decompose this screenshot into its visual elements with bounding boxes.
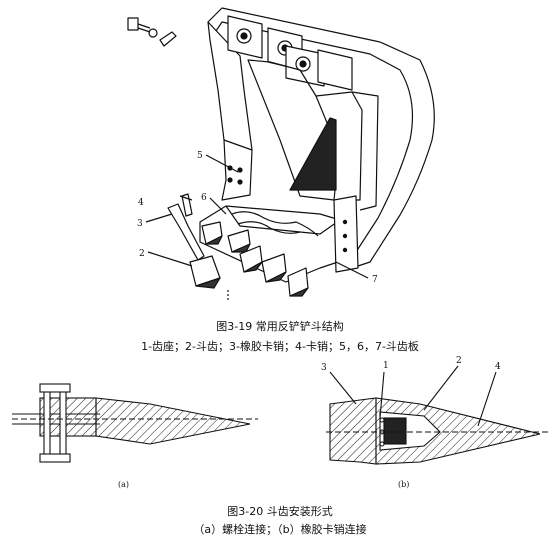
figure1-title: 图3-19 常用反铲铲斗结构 — [216, 320, 344, 333]
bucket-lugs — [227, 15, 353, 91]
fig1-label-5: 5 — [197, 151, 203, 161]
fig2-sub-b: (b) — [398, 480, 409, 489]
bucket-teeth — [201, 221, 309, 297]
fig2-label-3: 3 — [321, 363, 327, 373]
figure1-legend: 1-齿座；2-斗齿；3-橡胶卡销；4-卡销；5，6，7-斗齿板 — [141, 340, 419, 353]
pin-4 — [181, 193, 193, 217]
fig2-label-4: 4 — [495, 362, 501, 372]
fig2-label-1: 1 — [383, 361, 389, 371]
figure2-legend: （a）螺栓连接；（b）橡胶卡销连接 — [193, 523, 367, 536]
bucket-drawing — [127, 7, 435, 302]
fig1-label-2: 2 — [139, 249, 145, 259]
fig1-label-6: 6 — [201, 193, 207, 203]
fig1-label-3: 3 — [137, 219, 143, 229]
bolt-icon — [127, 17, 177, 47]
figure2-title: 图3-20 斗齿安装形式 — [227, 505, 333, 518]
fig1-label-7: 7 — [372, 275, 378, 285]
rubber-pin-3 — [167, 203, 205, 261]
bucket-side-plate — [207, 21, 253, 201]
fig2-sub-a: (a) — [118, 480, 129, 489]
fig1-label-4: 4 — [138, 198, 144, 208]
fig2-label-2: 2 — [456, 356, 462, 366]
tooth-bolted-drawing — [12, 383, 258, 463]
bucket-shell — [207, 7, 435, 269]
tooth-rubber-pin-drawing — [326, 365, 548, 465]
